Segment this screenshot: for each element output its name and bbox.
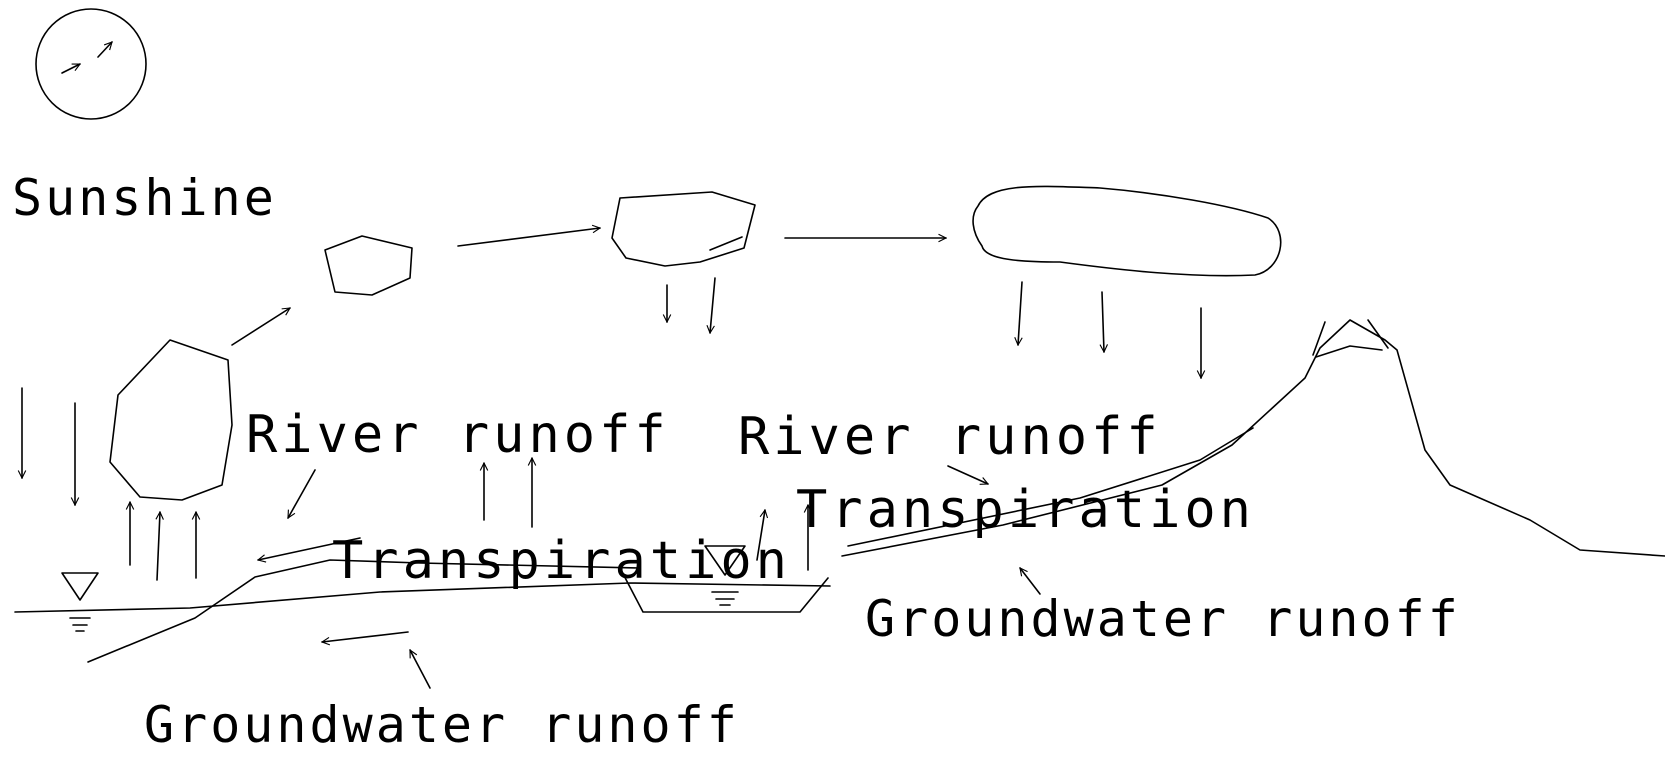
rain-arrow-icon [1102,291,1104,352]
terrain-lines [14,319,1665,663]
groundwater-flow-arrow [322,631,409,642]
water-table-icon [704,545,746,606]
evaporation-arrow-icon [756,510,765,561]
rain-arrow-icon [710,277,716,333]
cloud-movement-arrow [457,228,600,247]
river-runoff-label-left: River runoff [246,405,670,465]
runoff-flow-arrow [258,537,361,560]
groundwater-flow-arrow [409,650,431,689]
evaporation-arrow-icon [157,512,160,581]
groundwater-runoff-label-bottom: Groundwater runoff [144,696,740,753]
river-channel [619,567,829,613]
cloud-icon [972,185,1282,277]
water-table-icon [61,572,99,632]
cloud-movement-arrow [231,307,290,346]
transpiration-flow-arrow [947,465,988,484]
cloud-icon [324,235,413,296]
rain-arrow-icon [1018,281,1023,345]
sunshine-label: Sunshine [12,169,277,227]
groundwater-flow-arrow [1019,568,1041,595]
river-runoff-label-right: River runoff [738,407,1162,467]
cloud-icon [109,339,233,501]
groundwater-runoff-label-right: Groundwater runoff [865,590,1461,648]
runoff-flow-arrow [287,469,316,518]
transpiration-label-left: Transpiration [332,531,791,591]
sun-icon [35,8,147,120]
cloud-icon [611,191,756,267]
transpiration-label-right: Transpiration [796,480,1255,540]
